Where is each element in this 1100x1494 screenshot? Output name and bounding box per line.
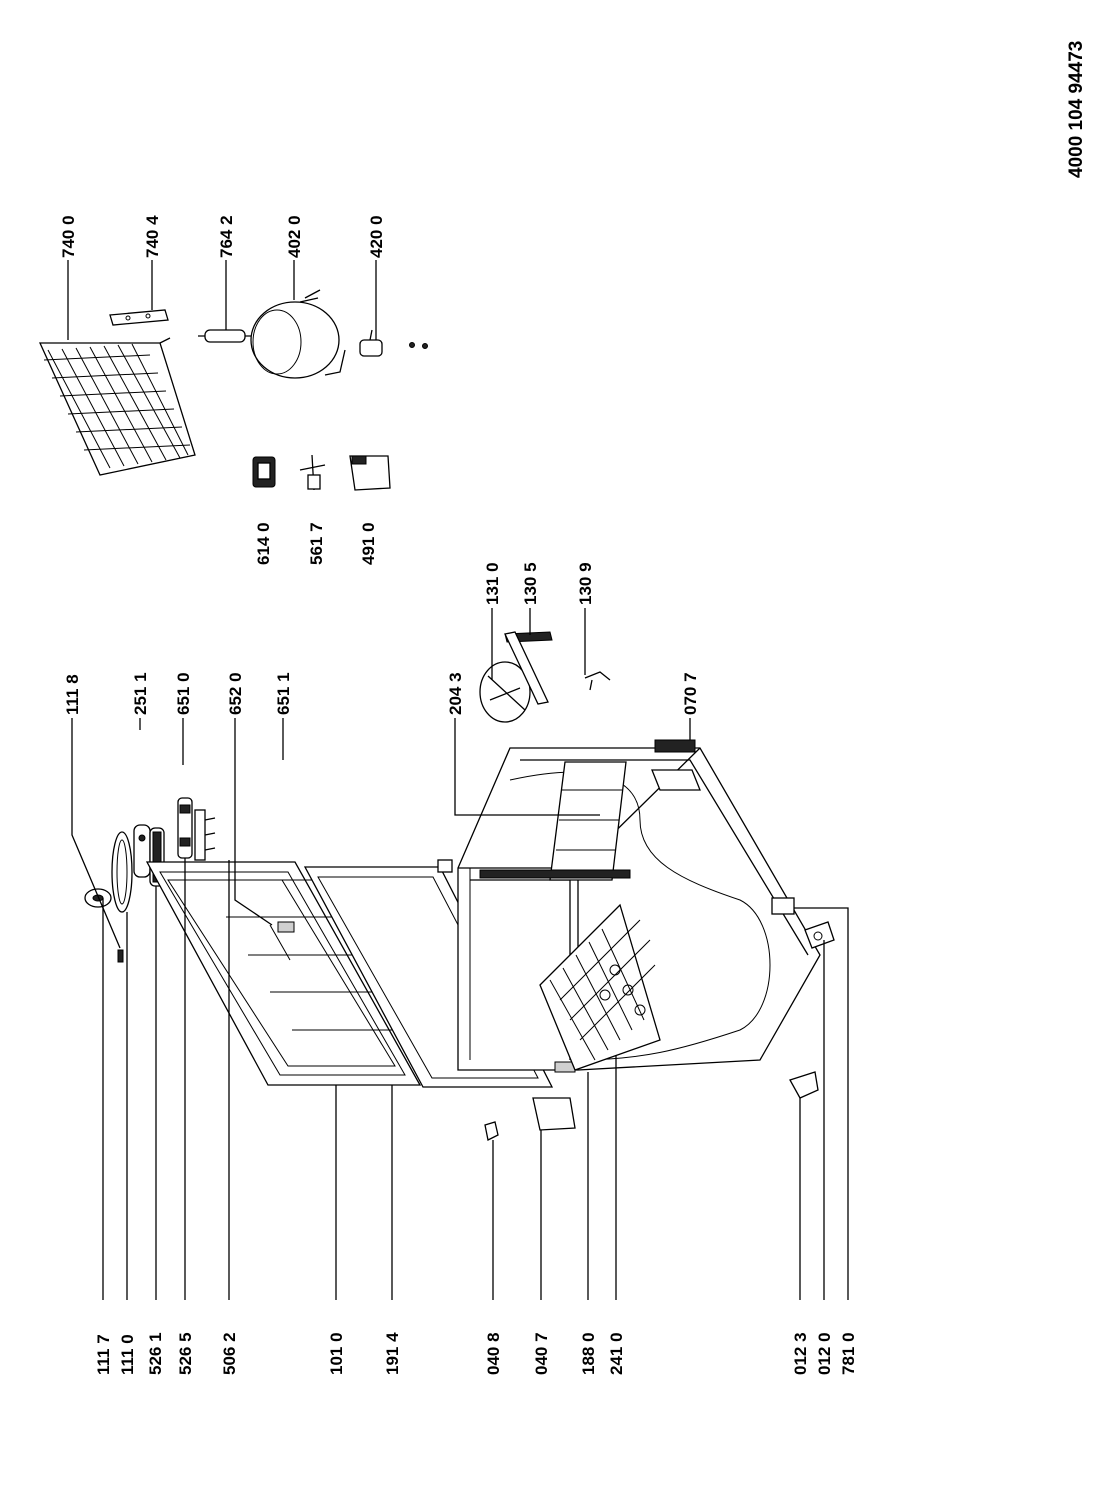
label-420-0: 420 0 bbox=[367, 215, 386, 258]
label-652-0: 652 0 bbox=[226, 672, 245, 715]
label-740-4: 740 4 bbox=[143, 215, 162, 258]
label-012-3: 012 3 bbox=[791, 1332, 810, 1375]
thermostat bbox=[252, 456, 276, 488]
evaporator-cover bbox=[479, 631, 611, 723]
label-111-7: 111 7 bbox=[94, 1334, 113, 1375]
label-251-1: 251 1 bbox=[131, 672, 150, 715]
label-526-1: 526 1 bbox=[146, 1332, 165, 1375]
side-rail bbox=[479, 869, 631, 879]
label-070-7: 070 7 bbox=[681, 672, 700, 715]
label-188-0: 188 0 bbox=[579, 1332, 598, 1375]
label-781-0: 781 0 bbox=[839, 1332, 858, 1375]
leader-lines bbox=[67, 260, 849, 1300]
label-111-8: 111 8 bbox=[63, 674, 82, 715]
label-191-4: 191 4 bbox=[383, 1332, 402, 1375]
label-491-0: 491 0 bbox=[359, 522, 378, 565]
lid bbox=[145, 861, 422, 1086]
label-130-5: 130 5 bbox=[521, 562, 540, 605]
label-740-0: 740 0 bbox=[59, 215, 78, 258]
part-labels: 111 7 111 0 526 1 526 5 506 2 101 0 191 … bbox=[59, 215, 858, 1375]
label-651-1: 651 1 bbox=[274, 672, 293, 715]
door-stop bbox=[484, 1121, 499, 1141]
hinge-bracket bbox=[789, 1071, 819, 1099]
label-561-7: 561 7 bbox=[307, 522, 326, 565]
label-241-0: 241 0 bbox=[607, 1332, 626, 1375]
thermostat-bracket bbox=[299, 454, 326, 491]
control-housing bbox=[349, 455, 391, 491]
label-204-3: 204 3 bbox=[446, 672, 465, 715]
handle bbox=[111, 831, 133, 913]
document-number: 4000 104 94473 bbox=[1066, 41, 1087, 178]
label-614-0: 614 0 bbox=[254, 522, 273, 565]
divider-rack bbox=[549, 761, 627, 881]
compressor bbox=[250, 289, 346, 379]
leveling-foot bbox=[804, 921, 835, 949]
label-130-9: 130 9 bbox=[576, 562, 595, 605]
label-040-8: 040 8 bbox=[484, 1332, 503, 1375]
starter-relay bbox=[359, 329, 428, 357]
lid-handle-trim bbox=[177, 797, 193, 859]
condenser-coil bbox=[38, 337, 196, 476]
label-402-0: 402 0 bbox=[285, 215, 304, 258]
knob bbox=[84, 888, 112, 908]
lock-cover bbox=[133, 824, 151, 878]
coil-bracket bbox=[109, 309, 169, 326]
label-526-5: 526 5 bbox=[176, 1332, 195, 1375]
label-101-0: 101 0 bbox=[327, 1332, 346, 1375]
small-screw bbox=[117, 949, 124, 963]
label-764-2: 764 2 bbox=[217, 215, 236, 258]
hinge-strip bbox=[194, 809, 216, 861]
label-111-0: 111 0 bbox=[118, 1334, 137, 1375]
wire-basket bbox=[539, 903, 661, 1071]
label-651-0: 651 0 bbox=[174, 672, 193, 715]
label-506-2: 506 2 bbox=[220, 1332, 239, 1375]
label-131-0: 131 0 bbox=[483, 562, 502, 605]
filter-drier bbox=[198, 329, 252, 343]
small-basket bbox=[532, 1097, 576, 1131]
label-012-0: 012 0 bbox=[815, 1332, 834, 1375]
label-040-7: 040 7 bbox=[532, 1332, 551, 1375]
